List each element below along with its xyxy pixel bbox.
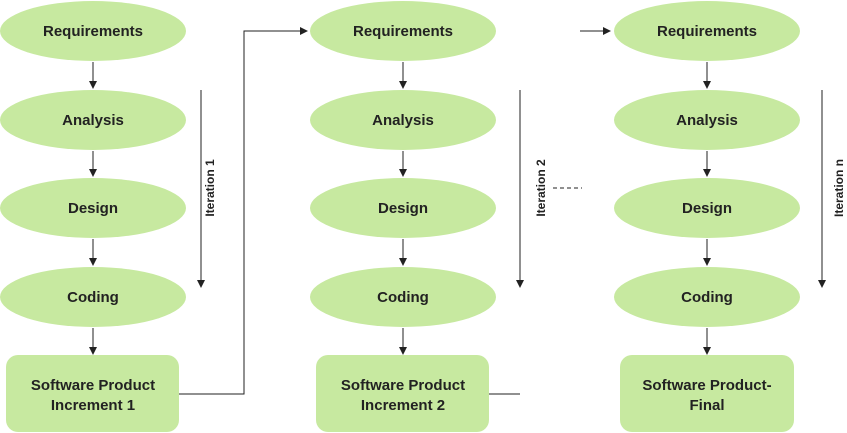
analysis-label: Analysis (372, 112, 434, 129)
analysis-node (0, 90, 186, 150)
analysis-label: Analysis (62, 112, 124, 129)
product-label-line1: Software Product- (642, 377, 771, 394)
product-increment-box (6, 355, 179, 432)
design-label: Design (68, 200, 118, 217)
product-label-line2: Increment 1 (51, 397, 135, 414)
coding-label: Coding (67, 289, 119, 306)
coding-label: Coding (377, 289, 429, 306)
iteration-label: Iteration 1 (203, 159, 217, 217)
analysis-node (614, 90, 800, 150)
requirements-label: Requirements (657, 23, 757, 40)
design-node (614, 178, 800, 238)
column-3: Requirements Analysis Design Coding Soft… (614, 1, 846, 432)
product-label-line1: Software Product (31, 377, 155, 394)
column-2: Requirements Analysis Design Coding Soft… (310, 1, 548, 432)
coding-node (614, 267, 800, 327)
design-node (310, 178, 496, 238)
analysis-label: Analysis (676, 112, 738, 129)
iteration-label: Iteration 2 (534, 159, 548, 217)
iteration-label: Iteration n (832, 159, 846, 217)
product-label-line1: Software Product (341, 377, 465, 394)
coding-node (0, 267, 186, 327)
design-label: Design (378, 200, 428, 217)
product-label-line2: Increment 2 (361, 397, 445, 414)
design-node (0, 178, 186, 238)
requirements-label: Requirements (43, 23, 143, 40)
requirements-node (614, 1, 800, 61)
product-label-line2: Final (689, 397, 724, 414)
requirements-node (310, 1, 496, 61)
product-increment-box (316, 355, 489, 432)
column-1: Requirements Analysis Design Coding Soft… (0, 1, 217, 432)
coding-label: Coding (681, 289, 733, 306)
next-iteration-connector (179, 27, 308, 395)
product-final-box (620, 355, 794, 432)
requirements-node (0, 1, 186, 61)
requirements-label: Requirements (353, 23, 453, 40)
coding-node (310, 267, 496, 327)
analysis-node (310, 90, 496, 150)
design-label: Design (682, 200, 732, 217)
